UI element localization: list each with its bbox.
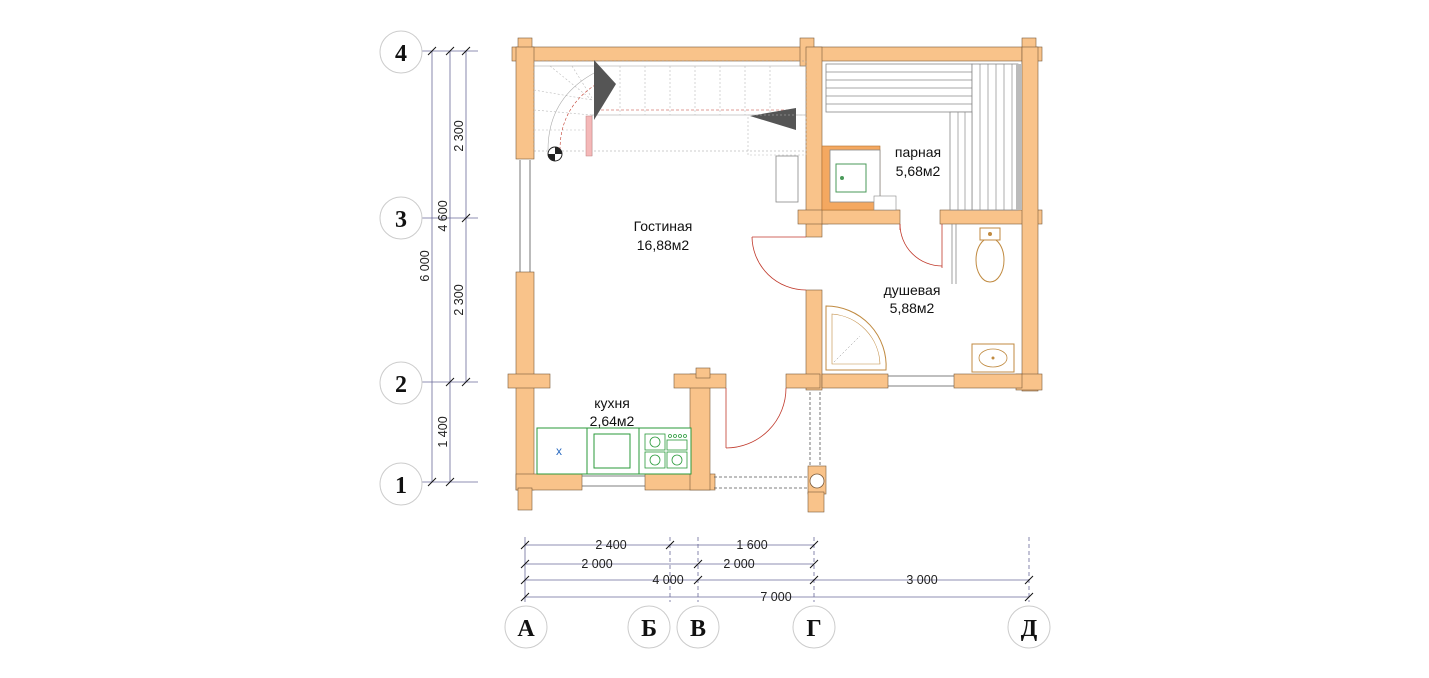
- axis-col-b: Б: [641, 616, 657, 642]
- dim-v-inner-mid: 2 300: [452, 284, 466, 315]
- sauna-stove: [775, 145, 897, 211]
- windows: [519, 160, 954, 489]
- living-room-name: Гостиная: [634, 218, 693, 234]
- axis-row-4: 4: [395, 41, 407, 67]
- vertical-dimensions: 6 000 4 600 2 300 2 300 1 400: [418, 46, 478, 487]
- dim-h-row1-a: 2 400: [595, 538, 626, 552]
- column-axis-markers: А Б В Г Д: [504, 605, 1051, 649]
- axis-col-g: Г: [806, 616, 821, 642]
- horizontal-dimensions: 2 400 1 600 2 000 2 000 4 000 3 000 7 00…: [520, 537, 1034, 604]
- dim-h-row3-b: 3 000: [906, 573, 937, 587]
- axis-col-d: Д: [1021, 616, 1038, 642]
- dim-h-row4-total: 7 000: [760, 590, 791, 604]
- bathroom-fixtures: [825, 224, 1015, 373]
- steam-room-name: парная: [895, 144, 941, 160]
- kitchen-room-name: кухня: [594, 395, 630, 411]
- axis-row-2: 2: [395, 372, 407, 398]
- dim-v-bottom: 1 400: [436, 416, 450, 447]
- walls: [507, 37, 1043, 513]
- dim-v-outer: 6 000: [418, 250, 432, 281]
- shower-room-name: душевая: [884, 282, 941, 298]
- room-labels: Гостиная 16,88м2 парная 5,68м2 душевая 5…: [590, 144, 941, 429]
- kitchen-room-area: 2,64м2: [590, 413, 635, 429]
- shower-room-area: 5,88м2: [890, 300, 935, 316]
- dim-h-row3-a: 4 000: [652, 573, 683, 587]
- axis-col-v: В: [690, 616, 706, 642]
- dim-h-row1-b: 1 600: [736, 538, 767, 552]
- dim-h-row2-a: 2 000: [581, 557, 612, 571]
- staircase: [533, 60, 807, 162]
- dim-h-row2-b: 2 000: [723, 557, 754, 571]
- row-axis-markers: 4 3 2 1: [379, 30, 423, 506]
- living-room-area: 16,88м2: [637, 237, 690, 253]
- steam-room-area: 5,68м2: [896, 163, 941, 179]
- kitchen-fixtures: х: [536, 427, 692, 475]
- dim-v-inner-top: 2 300: [452, 120, 466, 151]
- doors: [725, 223, 943, 449]
- axis-row-3: 3: [395, 207, 407, 233]
- axis-col-a: А: [517, 616, 535, 642]
- kitchen-sink-mark: х: [556, 444, 562, 458]
- dim-v-middle: 4 600: [436, 200, 450, 231]
- sauna-benches: [825, 63, 1022, 211]
- axis-row-1: 1: [395, 473, 407, 499]
